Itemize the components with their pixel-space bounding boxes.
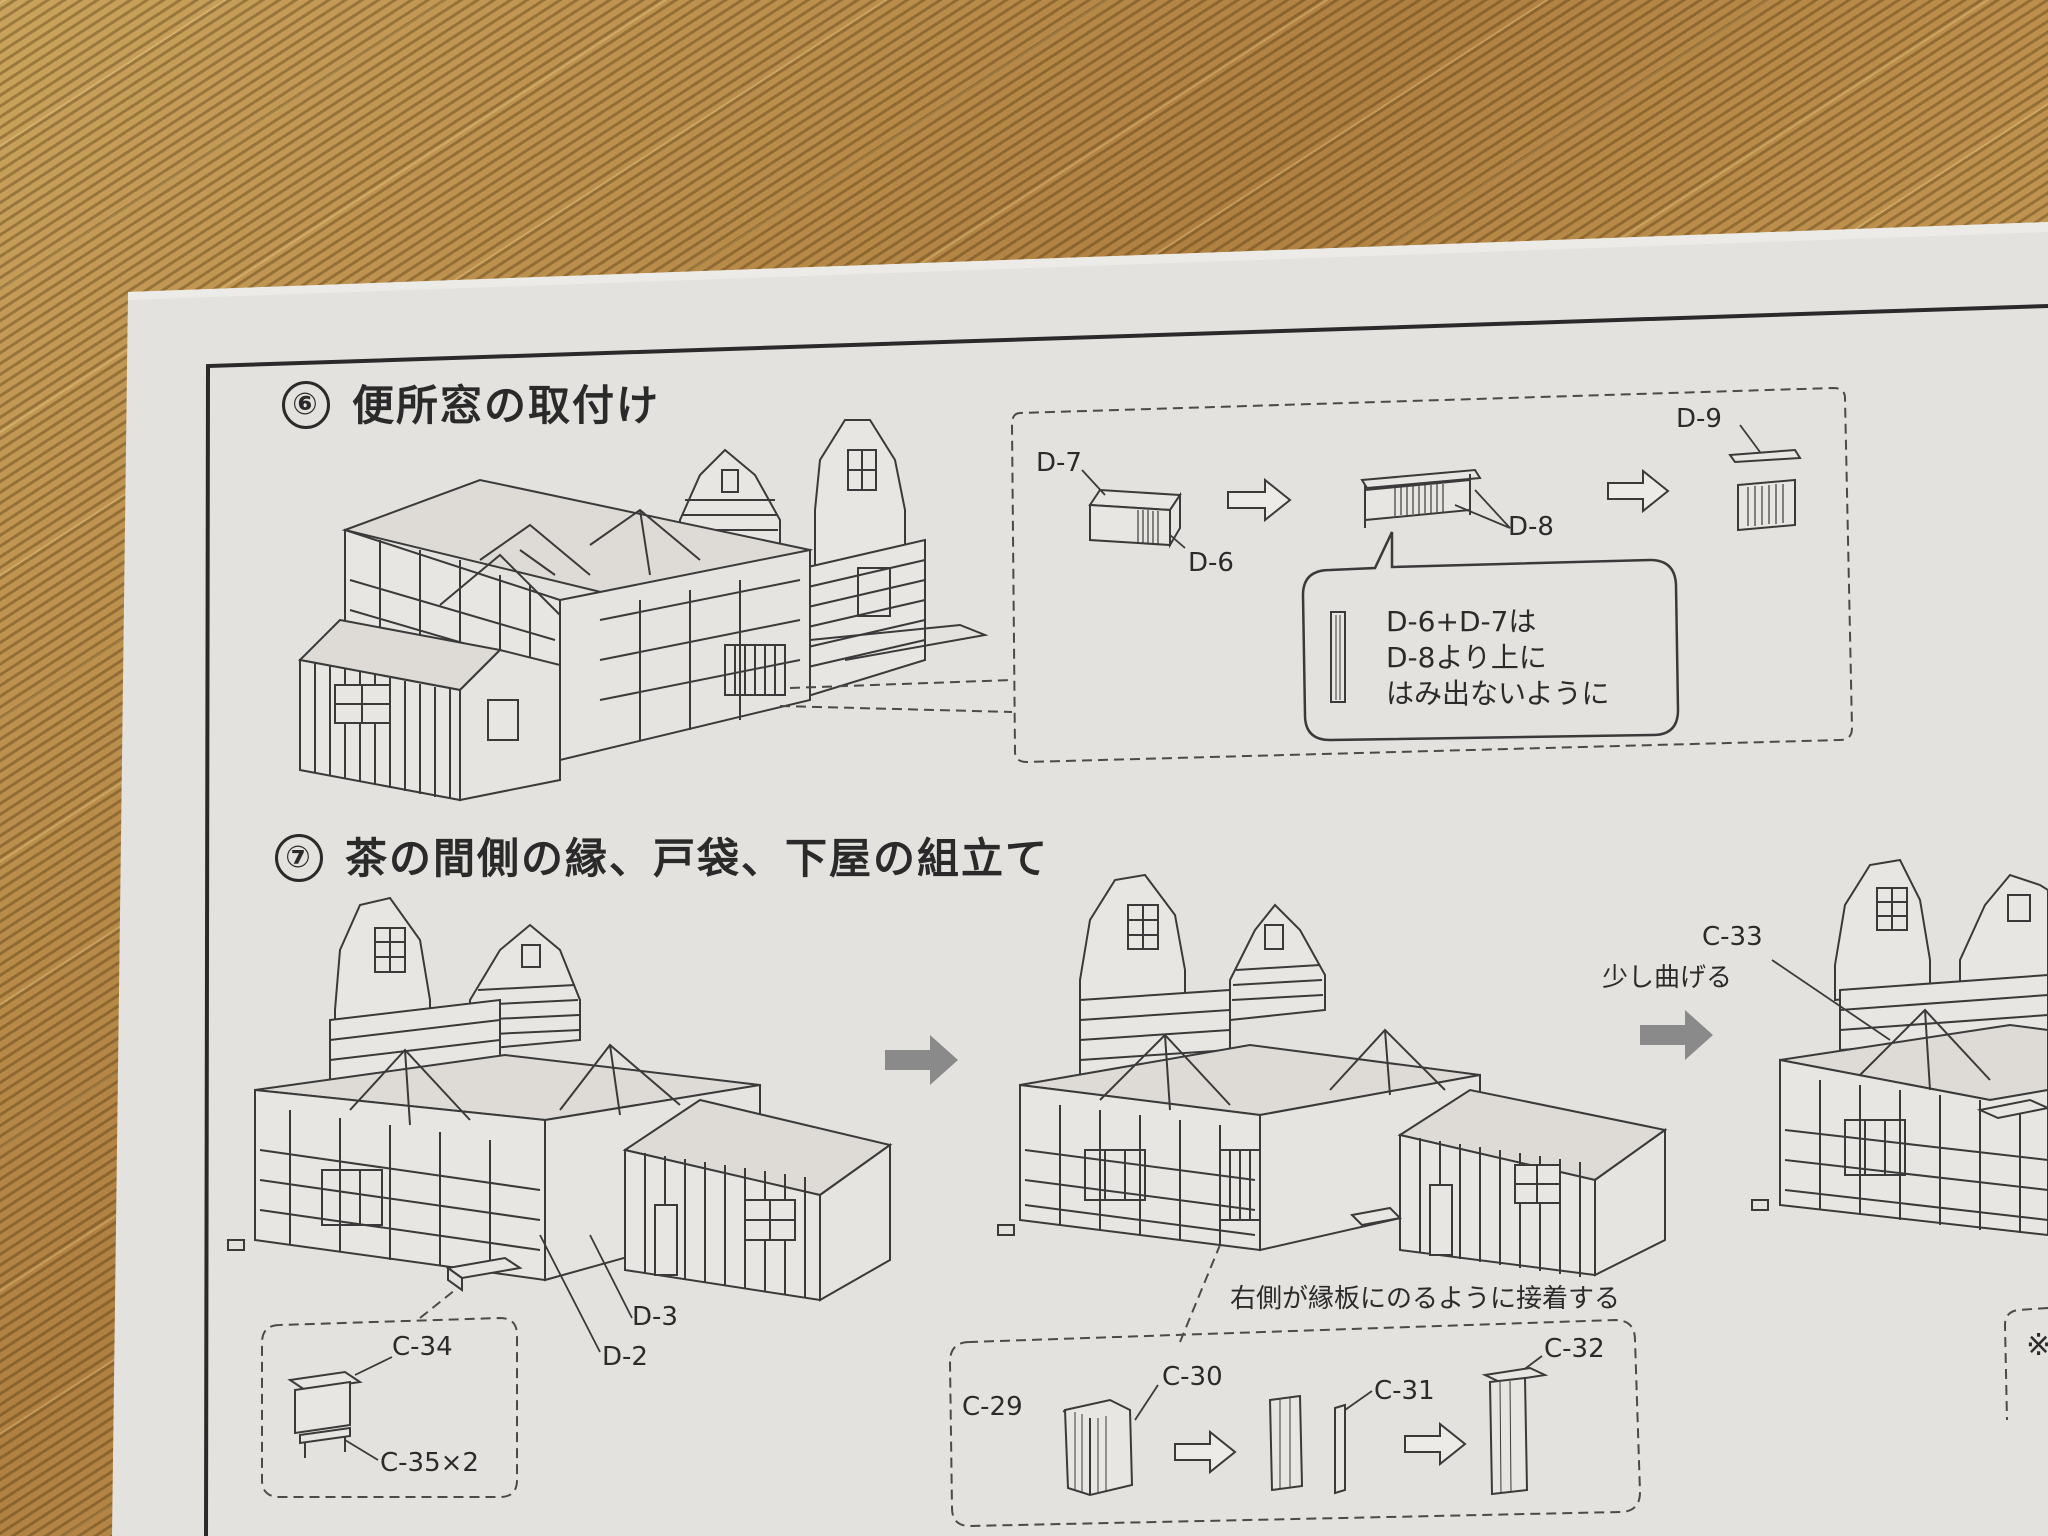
step6-arrows <box>1227 468 1670 523</box>
step7-number: ⑦ <box>275 833 323 882</box>
label-c29: C-29 <box>962 1392 1023 1422</box>
label-c35: C-35×2 <box>380 1448 479 1478</box>
step6-leader-lines <box>1081 424 1761 549</box>
note-bubble <box>1301 531 1680 742</box>
arrow-icon <box>1174 1429 1237 1475</box>
step7-heading: ⑦ 茶の間側の縁、戸袋、下屋の組立て <box>275 825 1049 886</box>
house-illustration-step7-a <box>227 896 893 1302</box>
d8-part-drawing <box>1360 468 1482 528</box>
label-d6: D-6 <box>1188 548 1234 578</box>
arrow-icon <box>885 1035 958 1085</box>
bubble-line-2: D-8より上に <box>1386 641 1547 674</box>
label-c34: C-34 <box>392 1332 453 1362</box>
step6-callout <box>779 386 1854 764</box>
bubble-line-3: はみ出ないように <box>1386 677 1610 710</box>
note-bend: 少し曲げる <box>1602 963 1733 993</box>
label-d2: D-2 <box>602 1342 648 1372</box>
label-c30: C-30 <box>1162 1362 1223 1392</box>
label-c33: C-33 <box>1702 922 1763 952</box>
label-c32: C-32 <box>1544 1334 1605 1364</box>
frame-border <box>204 304 2048 1536</box>
label-d3: D-3 <box>632 1302 678 1332</box>
step6-number: ⑥ <box>282 380 330 429</box>
house-illustration-step7-c <box>1751 858 2048 1237</box>
step7-small-arrows <box>1174 1421 1467 1475</box>
house-illustration-step6 <box>297 419 989 802</box>
arrow-icon <box>1607 468 1670 514</box>
bubble-line-1: D-6+D-7は <box>1386 605 1537 638</box>
step6-heading: ⑥ 便所窓の取付け <box>282 372 660 433</box>
d9-part-drawing <box>1728 448 1802 532</box>
house-illustration-step7-b <box>997 873 1668 1277</box>
arrow-icon <box>1640 1010 1713 1060</box>
bench-part-drawing <box>287 1370 363 1458</box>
label-d9: D-9 <box>1676 404 1722 434</box>
door-pocket-parts-drawing <box>1063 1366 1549 1497</box>
step6-title: 便所窓の取付け <box>352 381 661 430</box>
note-attach: 右側が縁板にのるように接着する <box>1230 1284 1621 1314</box>
cut-mark: ※ <box>2026 1328 2048 1363</box>
bubble-note-text: D-6+D-7は D-8より上に はみ出ないように <box>1386 604 1609 712</box>
step7-leader-lines <box>344 959 1891 1461</box>
arrow-icon <box>1227 477 1292 523</box>
step7-title: 茶の間側の縁、戸袋、下屋の組立て <box>345 834 1050 883</box>
label-d8: D-8 <box>1508 512 1554 542</box>
bubble-part-icon <box>1330 611 1346 703</box>
d6-d7-part-drawing <box>1088 488 1182 549</box>
step7-callouts <box>261 1244 2048 1528</box>
arrow-icon <box>1404 1421 1467 1467</box>
label-c31: C-31 <box>1374 1376 1435 1406</box>
label-d7: D-7 <box>1036 448 1082 478</box>
